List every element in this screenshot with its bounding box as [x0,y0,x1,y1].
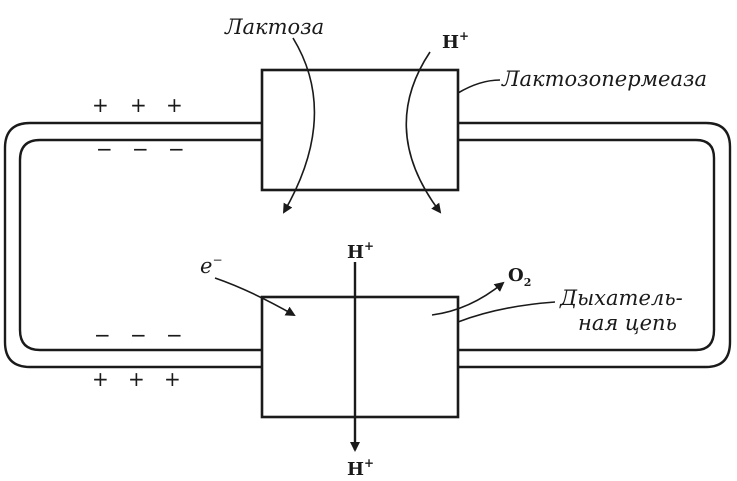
charges-top-inner: − − − [96,137,185,161]
svg-text:+: + [164,367,181,391]
resp-chain-label-line2: ная цепь [578,311,677,335]
proton-mid-label: H+ [347,239,374,263]
proton-symport-arrow [405,51,442,214]
oxygen-label: O2 [508,265,531,289]
svg-text:+: + [92,93,109,117]
respiratory-chain-box [260,295,460,419]
electron-arrow [214,277,296,316]
permease-box [260,68,460,192]
svg-text:−: − [130,323,147,347]
lactose-arrow [283,37,316,214]
permease-label: Лактозопермеаза [501,67,707,91]
lactose-label: Лактоза [224,15,324,39]
svg-text:−: − [168,137,185,161]
proton-top-label: H+ [442,29,469,53]
svg-text:+: + [128,367,145,391]
svg-text:−: − [96,137,113,161]
resp-chain-leader-line [457,301,556,323]
svg-text:+: + [92,367,109,391]
svg-text:+: + [130,93,147,117]
charges-bottom-outer: + + + [92,367,181,391]
svg-text:−: − [94,323,111,347]
membrane-loop [3,121,732,369]
electron-label: e− [200,253,223,278]
charges-bottom-inner: − − − [94,323,183,347]
permease-leader-line [457,79,501,94]
svg-text:+: + [166,93,183,117]
charges-top-outer: + + + [92,93,183,117]
svg-text:−: − [132,137,149,161]
oxygen-arrow [431,281,505,316]
svg-text:−: − [166,323,183,347]
resp-chain-label-line1: Дыхатель- [559,286,683,310]
proton-bottom-label: H+ [347,456,374,480]
